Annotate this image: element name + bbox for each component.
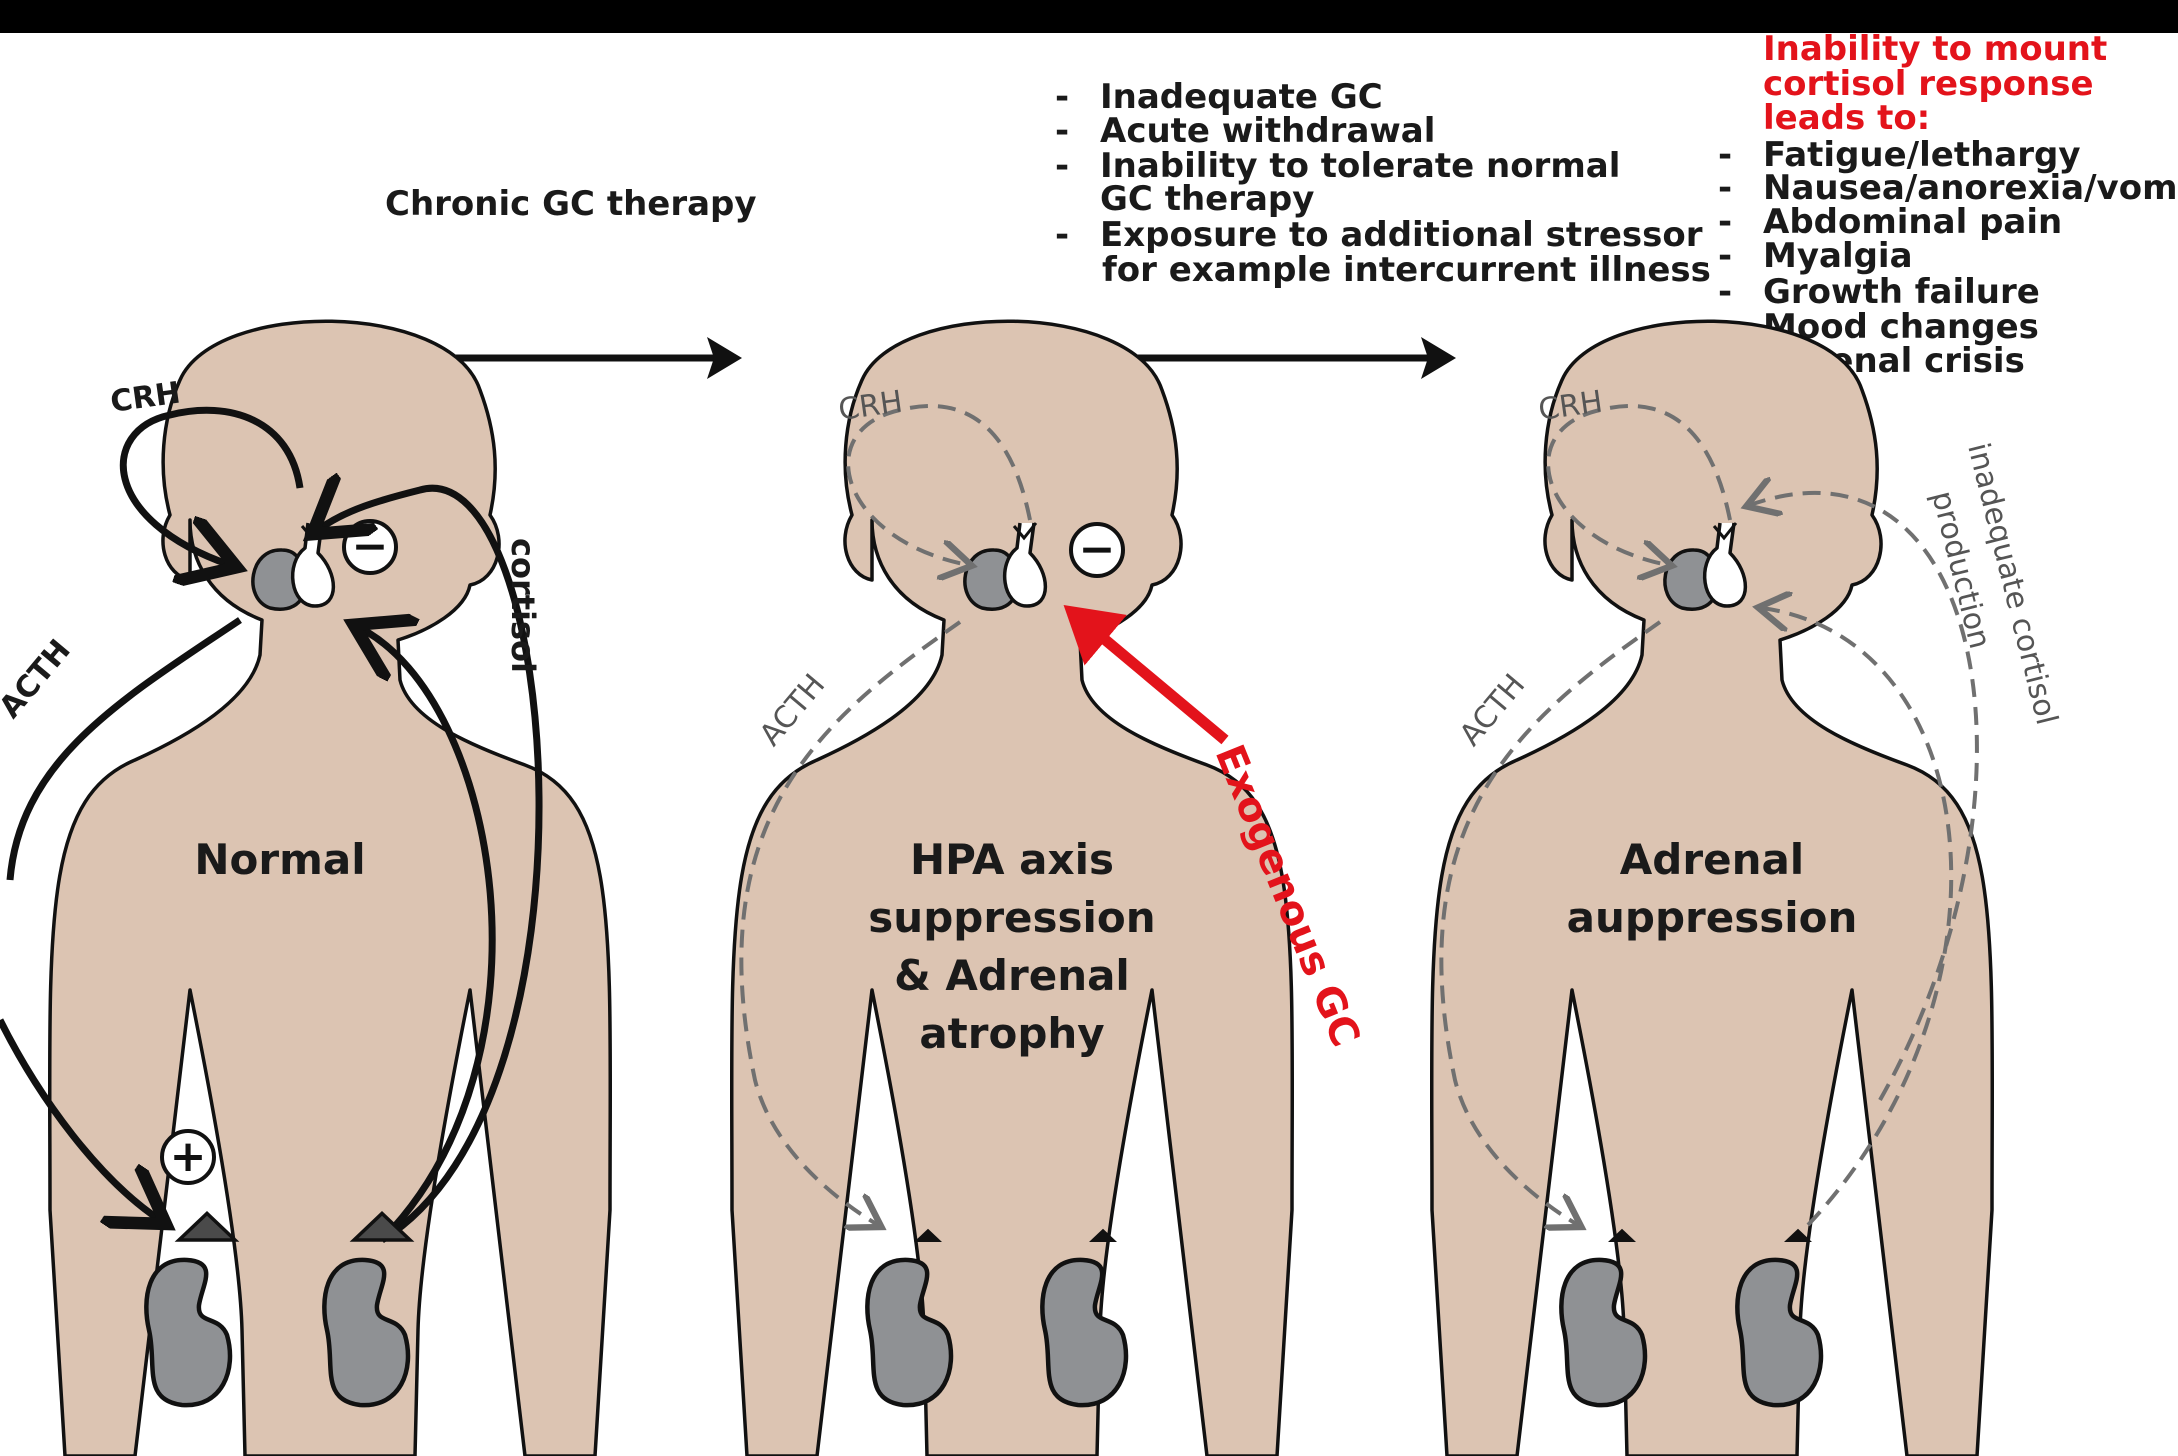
step3-title-line-1: Inability to mount bbox=[1763, 29, 2107, 69]
step2-item-4: GC therapy bbox=[1100, 179, 1314, 219]
step2-bullet: - bbox=[1055, 215, 1069, 255]
normal-title-line-1: Normal bbox=[194, 835, 365, 884]
normal-positive-sign-glyph: + bbox=[170, 1131, 207, 1182]
normal-negative-feedback-sign-glyph: − bbox=[352, 521, 389, 572]
step2-item-6: for example intercurrent illness bbox=[1102, 250, 1711, 290]
normal-negative-feedback-sign: − bbox=[344, 521, 396, 573]
suppression-title-line-2: suppression bbox=[868, 893, 1155, 942]
adrenal-title-line-1: Adrenal bbox=[1620, 835, 1804, 884]
normal-positive-sign: + bbox=[162, 1131, 214, 1183]
step2-item-2: Acute withdrawal bbox=[1100, 111, 1435, 151]
suppression-negative-feedback-sign-glyph: − bbox=[1079, 524, 1116, 575]
normal-cortisol-label: cortisol bbox=[504, 538, 542, 673]
suppression-title-line-1: HPA axis bbox=[910, 835, 1114, 884]
step3-bullet: - bbox=[1718, 236, 1732, 276]
step3-title-line-3: leads to: bbox=[1763, 98, 1930, 138]
adrenal-title-line-2: auppression bbox=[1567, 893, 1858, 942]
step1-label: Chronic GC therapy bbox=[385, 184, 757, 224]
step2-bullet: - bbox=[1055, 111, 1069, 151]
step2-item-5: Exposure to additional stressor bbox=[1100, 215, 1703, 255]
suppression-title-line-4: atrophy bbox=[919, 1009, 1104, 1058]
step3-item-4: Myalgia bbox=[1763, 236, 1913, 276]
suppression-title-line-3: & Adrenal bbox=[894, 951, 1130, 1000]
suppression-negative-feedback-sign: − bbox=[1071, 524, 1123, 576]
step2-bullet: - bbox=[1055, 146, 1069, 186]
step3-item-5: Growth failure bbox=[1763, 272, 2040, 312]
step3-bullet: - bbox=[1718, 272, 1732, 312]
